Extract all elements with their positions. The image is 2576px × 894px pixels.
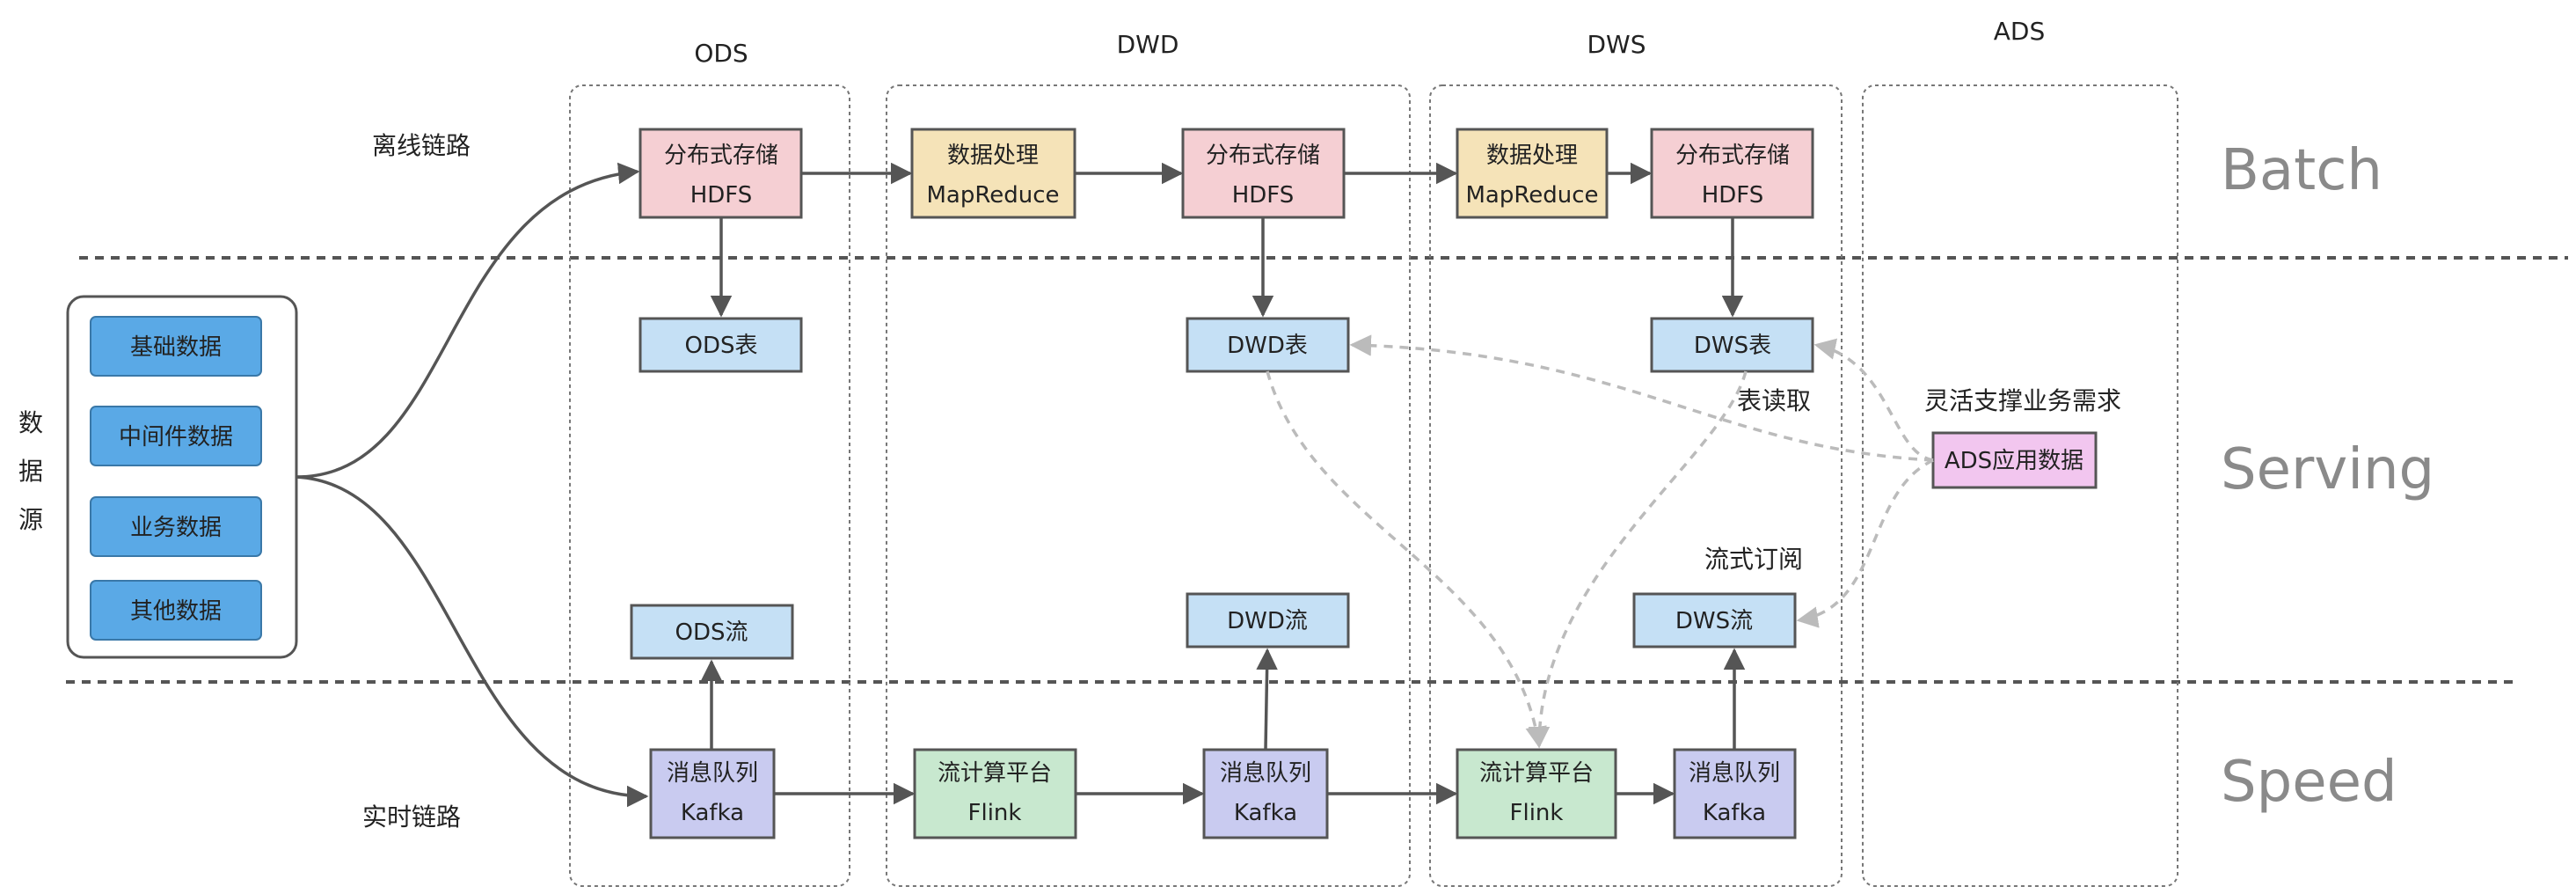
svg-text:Kafka: Kafka [681,800,744,826]
svg-text:ADS应用数据: ADS应用数据 [1945,448,2083,474]
dashed-dws-table-to-dws-flink [1528,370,1748,749]
dws-table-node: DWS表 [1650,317,1814,373]
dws-stream-node: DWS流 [1632,592,1797,649]
flex-support-annotation: 灵活支撑业务需求 [1924,386,2121,415]
arrow-dwd-kafka-to-dwd-stream [1256,648,1278,751]
dwd-stream-node: DWD流 [1186,592,1350,649]
ods-stream-node: ODS流 [630,604,794,660]
batch-band-label: Batch [2221,138,2383,203]
dws-layer-box [1429,84,1843,887]
source-title-char-1: 数 [18,408,43,437]
svg-text:消息队列: 消息队列 [1689,760,1780,787]
svg-text:Kafka: Kafka [1703,800,1766,826]
stream-subscribe-annotation: 流式订阅 [1704,545,1803,574]
svg-text:消息队列: 消息队列 [1220,760,1311,787]
svg-text:其他数据: 其他数据 [130,598,222,625]
svg-text:Flink: Flink [1510,800,1564,826]
source-item-basic: 基础数据 [90,316,262,377]
dwd-mapreduce-node: 数据处理 MapReduce [910,128,1076,219]
ods-kafka-node: 消息队列 Kafka [649,748,776,839]
ods-layer-label: ODS [694,39,748,68]
dashed-dwd-table-to-dws-flink [1266,370,1547,749]
dws-layer-label: DWS [1587,30,1646,59]
svg-text:流计算平台: 流计算平台 [1479,760,1594,787]
svg-text:HDFS: HDFS [1232,182,1295,209]
dwd-layer-box [886,84,1411,887]
dws-mapreduce-node: 数据处理 MapReduce [1456,128,1609,219]
dashed-ads-to-dws-table [1813,338,1934,462]
svg-text:基础数据: 基础数据 [130,334,222,361]
svg-text:流计算平台: 流计算平台 [938,760,1052,787]
ods-hdfs-node: 分布式存储 HDFS [639,128,803,219]
ads-app-node: ADS应用数据 [1931,431,2098,489]
svg-text:业务数据: 业务数据 [130,515,222,541]
source-to-kafka-curve [296,475,649,808]
svg-text:Kafka: Kafka [1234,800,1297,826]
source-title-char-2: 据 [18,457,43,486]
svg-text:HDFS: HDFS [1702,182,1764,209]
svg-text:MapReduce: MapReduce [1465,182,1598,209]
ads-layer-label: ADS [1994,17,2046,46]
svg-text:DWS表: DWS表 [1694,333,1771,359]
dashed-ads-to-dws-stream [1796,458,1934,628]
source-to-hdfs-curve [296,162,640,479]
ads-layer-box [1862,84,2178,887]
svg-text:ODS表: ODS表 [685,333,758,359]
svg-text:Flink: Flink [968,800,1022,826]
svg-text:消息队列: 消息队列 [667,760,758,787]
svg-text:中间件数据: 中间件数据 [119,424,233,451]
svg-text:HDFS: HDFS [690,182,753,209]
dws-flink-node: 流计算平台 Flink [1456,748,1617,839]
svg-text:分布式存储: 分布式存储 [1206,143,1320,169]
svg-text:分布式存储: 分布式存储 [1675,143,1790,169]
ods-table-node: ODS表 [639,317,803,373]
dwd-table-node: DWD表 [1186,317,1350,373]
dws-kafka-node: 消息队列 Kafka [1673,748,1797,839]
dwd-hdfs-node: 分布式存储 HDFS [1181,128,1346,219]
svg-text:DWD流: DWD流 [1227,608,1308,634]
dwd-layer-label: DWD [1117,30,1179,59]
source-item-business: 业务数据 [90,496,262,557]
svg-text:数据处理: 数据处理 [1486,143,1578,169]
source-item-other: 其他数据 [90,580,262,641]
ods-layer-box [569,84,850,887]
table-read-annotation: 表读取 [1737,386,1811,415]
dws-hdfs-node: 分布式存储 HDFS [1650,128,1814,219]
source-item-middleware: 中间件数据 [90,406,262,466]
svg-text:分布式存储: 分布式存储 [664,143,778,169]
svg-text:ODS流: ODS流 [675,619,748,646]
source-title-char-3: 源 [18,505,43,534]
dwd-flink-node: 流计算平台 Flink [913,748,1077,839]
svg-text:MapReduce: MapReduce [926,182,1059,209]
serving-band-label: Serving [2221,437,2434,502]
offline-link-label: 离线链路 [372,131,471,160]
svg-text:DWD表: DWD表 [1227,333,1308,359]
dashed-ads-to-dwd-table [1349,334,1934,462]
svg-text:DWS流: DWS流 [1675,608,1753,634]
speed-band-label: Speed [2221,750,2397,815]
realtime-link-label: 实时链路 [362,802,461,832]
svg-text:数据处理: 数据处理 [947,143,1039,169]
dwd-kafka-node: 消息队列 Kafka [1202,748,1329,839]
